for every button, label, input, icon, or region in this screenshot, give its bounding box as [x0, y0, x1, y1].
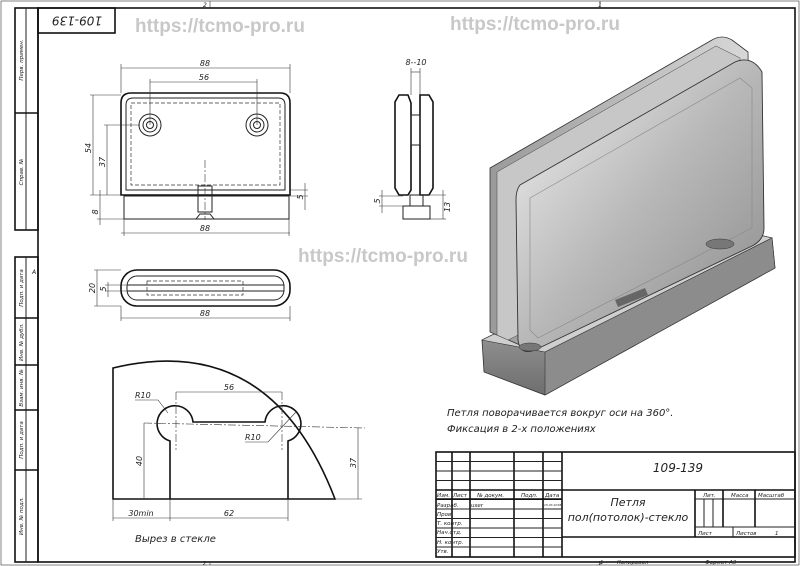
- stamp-label: Подп. и дата: [19, 269, 25, 307]
- dim-holes: 56: [224, 383, 234, 392]
- part-name-line2: пол(потолок)-стекло: [568, 511, 689, 524]
- dim-base: 13: [443, 202, 452, 212]
- dim-inner: 5: [99, 286, 108, 291]
- stamp-label: Инв. № подл.: [19, 497, 25, 535]
- mass-label: Масса: [731, 493, 749, 499]
- watermark-text: https://tcmo-pro.ru: [298, 246, 468, 267]
- row-label: Т. контр.: [437, 521, 463, 527]
- watermark-text: https://tcmo-pro.ru: [135, 16, 305, 37]
- side-view: 8--10 5 13: [373, 58, 452, 220]
- dim-base: 8: [91, 209, 100, 214]
- front-view: 88 56 54 37 8 5 88: [84, 59, 308, 236]
- column-header: Подп.: [521, 493, 538, 499]
- plan-view: 20 5 88: [88, 269, 291, 321]
- title-block: 109-139 Петля пол(потолок)-стекло Изм. Л…: [435, 451, 796, 566]
- dim-width: 88: [200, 59, 210, 68]
- dim-holes: 56: [199, 73, 209, 82]
- radius-left: R10: [135, 391, 151, 400]
- dim-pin: 5: [373, 198, 382, 203]
- dim-glass: 8--10: [405, 58, 426, 67]
- row-label: Пров.: [437, 512, 453, 518]
- copy-number: 1: [600, 560, 604, 566]
- dim-base-width: 88: [200, 224, 210, 233]
- part-name-line1: Петля: [610, 496, 645, 509]
- row-label: Нач.отд.: [437, 530, 462, 536]
- sheet-label: Лист: [697, 531, 713, 537]
- watermark-layer: https://tcmo-pro.ru https://tcmo-pro.ru …: [135, 14, 620, 267]
- watermark-text: https://tcmo-pro.ru: [450, 14, 620, 35]
- zone-label: 1: [598, 561, 601, 566]
- stamp-label: Перв. примен.: [19, 39, 25, 81]
- developer-date: 15.03.2018: [544, 503, 561, 507]
- scale-label: Масштаб: [758, 493, 785, 499]
- radius-right: R10: [245, 433, 261, 442]
- sheets-label: Листов: [735, 531, 757, 537]
- note-fixation: Фиксация в 2-х положениях: [447, 424, 596, 435]
- dim-height: 54: [84, 143, 93, 153]
- dim-width: 88: [200, 309, 210, 318]
- zone-label: 1: [598, 2, 602, 9]
- stamp-label: Инв. № дубл.: [19, 323, 25, 361]
- stamp-label: Подп. и дата: [19, 421, 25, 459]
- designation: 109-139: [653, 461, 703, 475]
- side-stamp: Перв. примен. Справ. № Подп. и дата Инв.…: [14, 7, 39, 563]
- dim-axis: 37: [98, 156, 107, 167]
- dim-pin: 5: [296, 194, 305, 199]
- column-header: № докум.: [476, 493, 504, 499]
- zone-label: A: [31, 269, 36, 276]
- format-label: Формат А3: [705, 560, 737, 566]
- sheets-count: 1: [775, 531, 779, 537]
- row-label: Утв.: [437, 549, 449, 555]
- column-header: Изм.: [437, 493, 450, 499]
- column-header: Лист: [452, 493, 468, 499]
- copied-label: Копировал: [617, 560, 649, 566]
- column-header: Дата: [544, 493, 560, 499]
- zone-label: 2: [203, 561, 206, 566]
- cutout-caption: Вырез в стекле: [135, 534, 216, 545]
- notes: Петля поворачивается вокруг оси на 360°.…: [447, 408, 673, 435]
- developer-name: user: [471, 503, 484, 509]
- stamp-label: Справ. №: [19, 158, 25, 185]
- lit-label: Лит.: [702, 493, 716, 499]
- row-label: Разраб.: [437, 503, 459, 509]
- glass-cutout-view: 56 R10 R10 40 37 30min 62 Вырез в стекле: [112, 360, 366, 545]
- mirrored-designation: 109-139: [52, 14, 102, 28]
- zone-label: 2: [203, 2, 207, 9]
- dim-edge: 30min: [128, 509, 153, 518]
- dim-slot: 62: [224, 509, 234, 518]
- hinge-3d-render: [481, 36, 776, 396]
- dim-height: 40: [135, 456, 144, 466]
- dim-depth: 20: [88, 283, 97, 293]
- stamp-label: Взам. инв. №: [19, 369, 25, 407]
- note-rotation: Петля поворачивается вокруг оси на 360°.: [447, 408, 673, 419]
- dim-axis: 37: [349, 457, 358, 468]
- row-label: Н. контр.: [437, 540, 464, 546]
